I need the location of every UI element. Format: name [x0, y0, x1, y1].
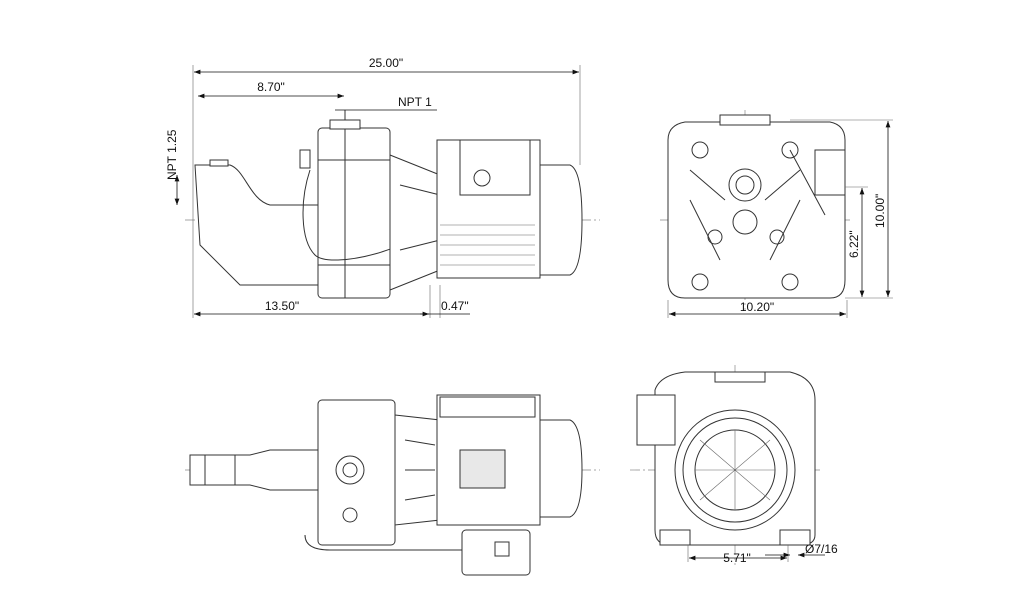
dim-mount-spacing: 5.71" [723, 551, 751, 565]
dim-base-length: 13.50" [265, 299, 299, 313]
dim-discharge-port: NPT 1 [398, 95, 432, 109]
dim-overall-height: 10.00" [873, 194, 887, 228]
bracket [389, 154, 441, 291]
pump-body [317, 127, 391, 299]
motor-end-cap [539, 164, 583, 276]
side-view: 25.00" 8.70" NPT 1 NPT 1.25 13.50" 0.47" [165, 56, 600, 318]
rear-view: 5.71" Ø7/16 [630, 365, 838, 565]
motor-end-cap-top [539, 419, 583, 518]
dim-front-width: 10.20" [740, 300, 774, 314]
top-view [185, 394, 600, 576]
dim-base-offset: 0.47" [441, 299, 469, 313]
discharge-outlet [728, 168, 762, 202]
motor-fins [440, 224, 535, 266]
dim-suction-port: NPT 1.25 [165, 129, 179, 180]
terminal-box-rear [636, 394, 676, 446]
terminal-box [459, 139, 531, 196]
pump-housing-front [667, 121, 846, 299]
suction-inlet-front [732, 209, 758, 235]
dim-suction-to-discharge: 8.70" [257, 80, 285, 94]
dim-overall-length: 25.00" [369, 56, 403, 70]
suction-inlet [194, 164, 321, 286]
dim-mount-hole: Ø7/16 [805, 542, 838, 556]
dim-discharge-height: 6.22" [847, 230, 861, 258]
front-view: 10.20" 6.22" 10.00" [660, 110, 893, 318]
discharge-port [329, 119, 361, 130]
suction-pipe-top [189, 449, 321, 491]
